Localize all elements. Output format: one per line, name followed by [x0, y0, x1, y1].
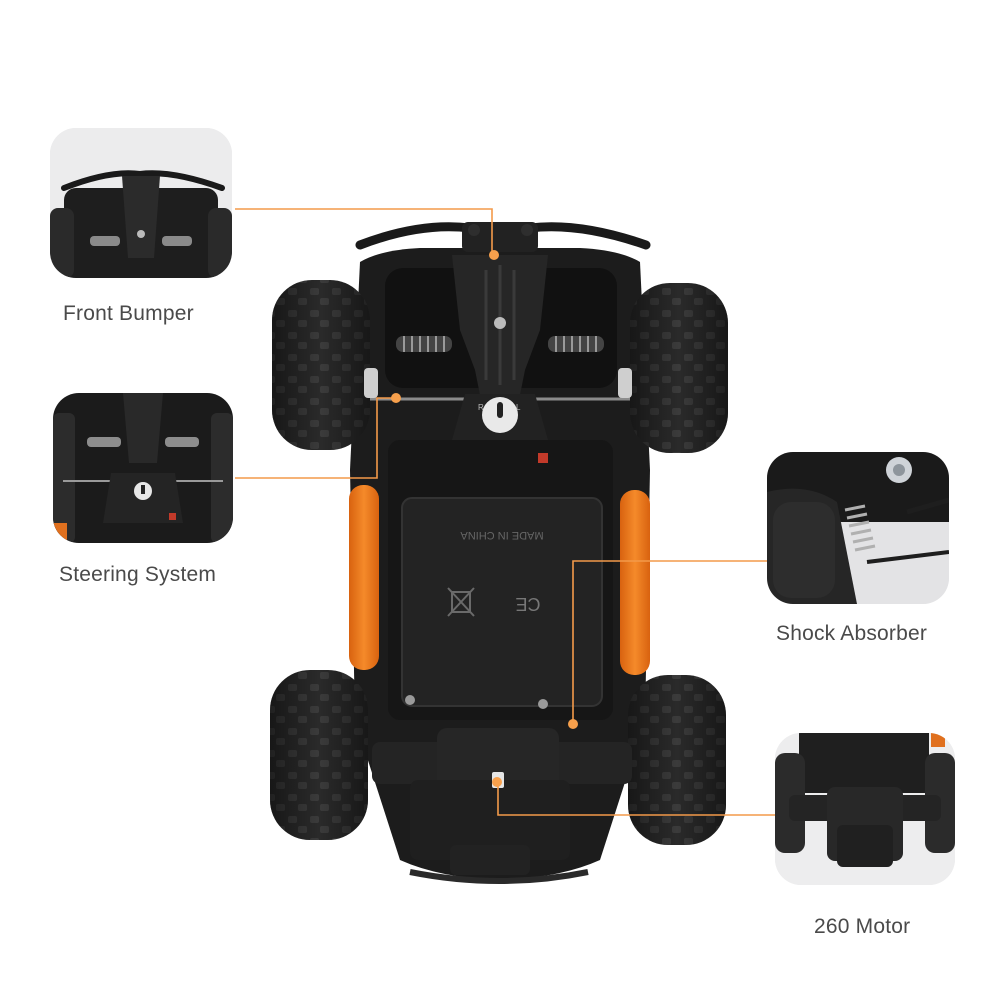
callout-dot-motor — [492, 777, 502, 787]
steering-system-label: Steering System — [59, 563, 217, 586]
right-side-guard — [620, 490, 650, 675]
shock-absorber-detail-image — [767, 452, 949, 604]
steering-system-thumbnail — [53, 393, 233, 543]
front-bumper-label: Front Bumper — [63, 302, 194, 325]
motor-detail-image — [775, 733, 955, 885]
rear-right-wheel — [628, 675, 726, 845]
left-side-guard — [349, 485, 379, 670]
shock-absorber-label: Shock Absorber — [776, 622, 928, 645]
front-bumper-thumbnail — [50, 128, 232, 278]
callout-line-steering — [235, 397, 395, 479]
front-left-wheel — [272, 280, 370, 450]
battery-cover — [401, 497, 603, 707]
callout-dot-front-bumper — [489, 250, 499, 260]
callout-dot-shock — [568, 719, 578, 729]
front-right-wheel — [630, 283, 728, 453]
callout-lines — [235, 208, 775, 816]
callout-dots — [391, 250, 578, 787]
svg-text:R: R — [478, 403, 484, 412]
shock-absorber-thumbnail — [767, 452, 949, 604]
svg-text:L: L — [516, 403, 521, 412]
ce-mark-text: CE — [515, 594, 540, 614]
callout-line-motor — [497, 782, 775, 816]
rear-left-wheel — [270, 670, 368, 840]
steering-system-detail-image — [53, 393, 233, 543]
callout-line-shock — [572, 560, 767, 722]
callout-line-front-bumper — [235, 208, 493, 252]
motor-label: 260 Motor — [814, 915, 911, 938]
front-bumper-detail-image — [50, 128, 232, 278]
front-springs — [396, 336, 604, 352]
made-in-china-text: MADE IN CHINA — [460, 529, 544, 541]
power-switch — [538, 453, 548, 463]
motor-thumbnail — [775, 733, 955, 885]
recycle-bin-icon — [447, 587, 475, 617]
callout-dot-steering — [391, 393, 401, 403]
